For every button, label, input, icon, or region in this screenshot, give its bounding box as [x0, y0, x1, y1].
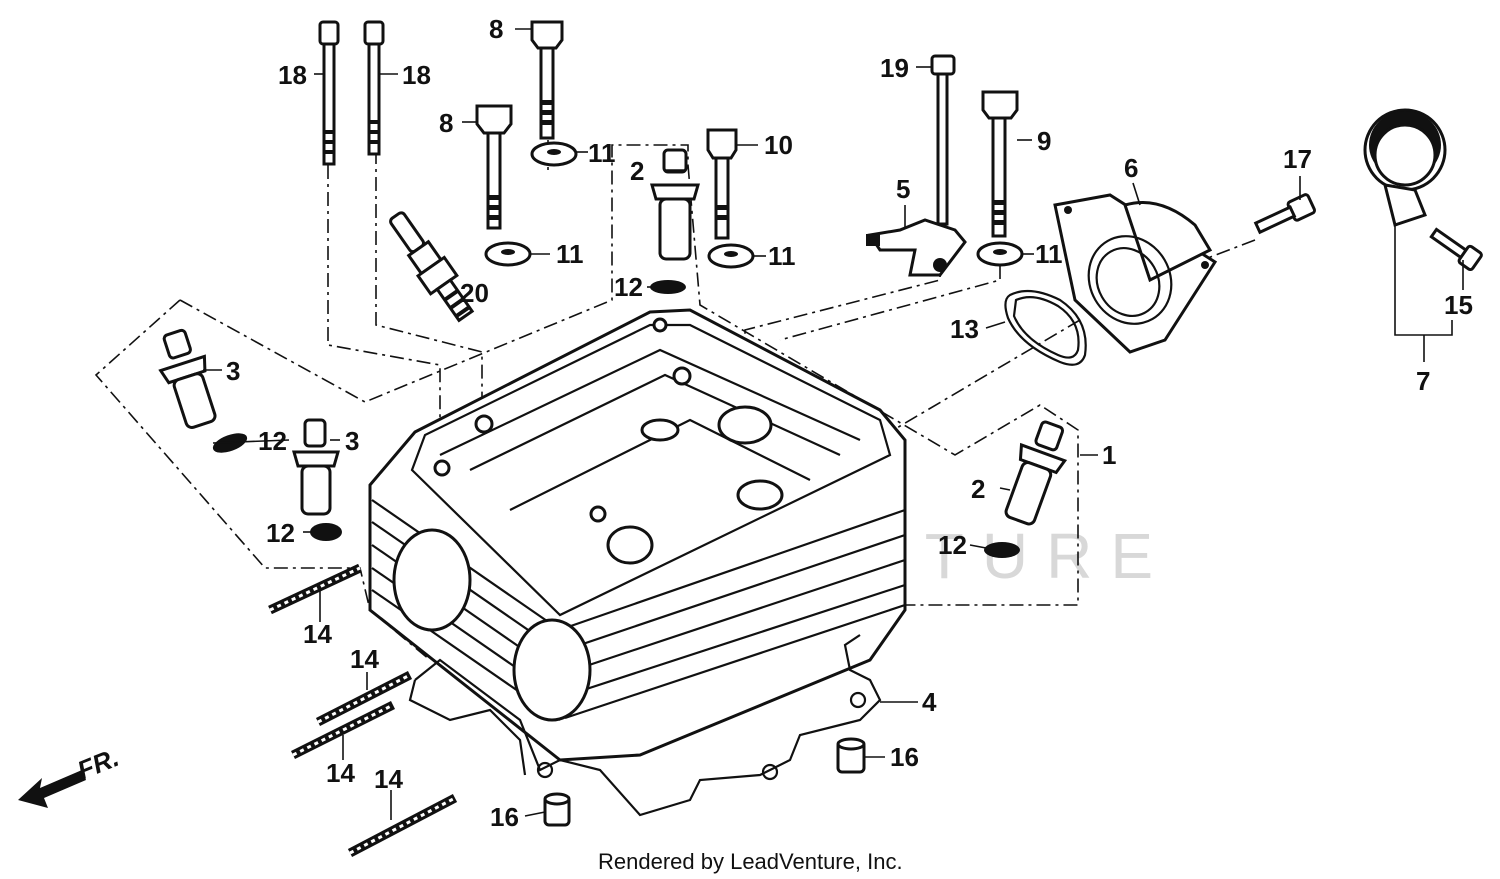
label-3-upper: 3 — [226, 356, 240, 386]
stud-14-c — [290, 700, 396, 760]
label-12-c: 12 — [266, 518, 295, 548]
label-19: 19 — [880, 53, 909, 83]
washer-11-d — [976, 241, 1024, 267]
stud-14-a — [268, 563, 362, 615]
part-number-labels: 18 18 8 8 11 11 11 11 10 9 19 5 6 17 15 … — [226, 14, 1473, 832]
bolt-18-left — [318, 20, 340, 166]
label-3-lower: 3 — [345, 426, 359, 456]
fitting-2-right — [1004, 420, 1068, 526]
label-18-left: 18 — [278, 60, 307, 90]
label-16-left: 16 — [490, 802, 519, 832]
flange-bolt-8-upper — [530, 20, 564, 140]
dowel-16-right — [836, 737, 866, 774]
label-17: 17 — [1283, 144, 1312, 174]
fitting-2-upper — [650, 148, 700, 261]
label-11-a: 11 — [588, 138, 616, 168]
bolt-10 — [706, 128, 738, 240]
fitting-3-upper — [158, 328, 217, 429]
bolt-19 — [930, 54, 956, 226]
label-12-b: 12 — [258, 426, 287, 456]
label-9: 9 — [1037, 126, 1051, 156]
flange-bolt-8-lower — [475, 104, 513, 230]
label-11-b: 11 — [556, 239, 584, 269]
render-credit: Rendered by LeadVenture, Inc. — [598, 849, 903, 874]
label-1: 1 — [1102, 440, 1116, 470]
bolt-18-right — [363, 20, 385, 156]
label-7: 7 — [1416, 366, 1430, 396]
label-12-a: 12 — [614, 272, 643, 302]
bracket-5 — [866, 218, 967, 277]
label-4: 4 — [922, 687, 937, 717]
washer-11-b — [484, 241, 532, 267]
o-ring-12-d — [984, 542, 1020, 558]
label-2-right: 2 — [971, 474, 985, 504]
washer-11-c — [707, 243, 755, 269]
o-ring-12-c — [310, 523, 342, 541]
label-12-d: 12 — [938, 530, 967, 560]
cylinder-head — [368, 308, 907, 762]
bolt-17 — [1253, 193, 1317, 235]
label-14-b: 14 — [350, 644, 379, 674]
dowel-16-left — [543, 792, 571, 827]
fitting-3-lower — [292, 418, 340, 516]
label-8-lower: 8 — [439, 108, 453, 138]
label-5: 5 — [896, 174, 910, 204]
label-10: 10 — [764, 130, 793, 160]
label-14-a: 14 — [303, 619, 332, 649]
label-11-d: 11 — [1035, 239, 1063, 269]
spark-plug-20 — [389, 211, 475, 323]
stud-14-b — [315, 670, 413, 727]
label-8-upper: 8 — [489, 14, 503, 44]
hose-clamp-7 — [1363, 108, 1447, 227]
gasket-13 — [1004, 289, 1087, 366]
label-20: 20 — [460, 278, 489, 308]
front-direction-arrow: FR. — [18, 742, 123, 808]
stud-14-d — [347, 794, 458, 857]
thermostat-housing-6 — [1053, 193, 1218, 354]
label-14-d: 14 — [374, 764, 403, 794]
bolt-9 — [981, 90, 1019, 238]
label-11-c: 11 — [768, 241, 796, 271]
label-18-right: 18 — [402, 60, 431, 90]
label-2-upper: 2 — [630, 156, 644, 186]
cylinder-head-gasket — [408, 634, 882, 817]
leader-lines — [203, 28, 1464, 820]
screw-15 — [1429, 227, 1483, 272]
label-15: 15 — [1444, 290, 1473, 320]
label-13: 13 — [950, 314, 979, 344]
label-16-right: 16 — [890, 742, 919, 772]
o-ring-12-a — [650, 280, 686, 294]
label-14-c: 14 — [326, 758, 355, 788]
label-6: 6 — [1124, 153, 1138, 183]
washer-11-a — [530, 141, 578, 167]
